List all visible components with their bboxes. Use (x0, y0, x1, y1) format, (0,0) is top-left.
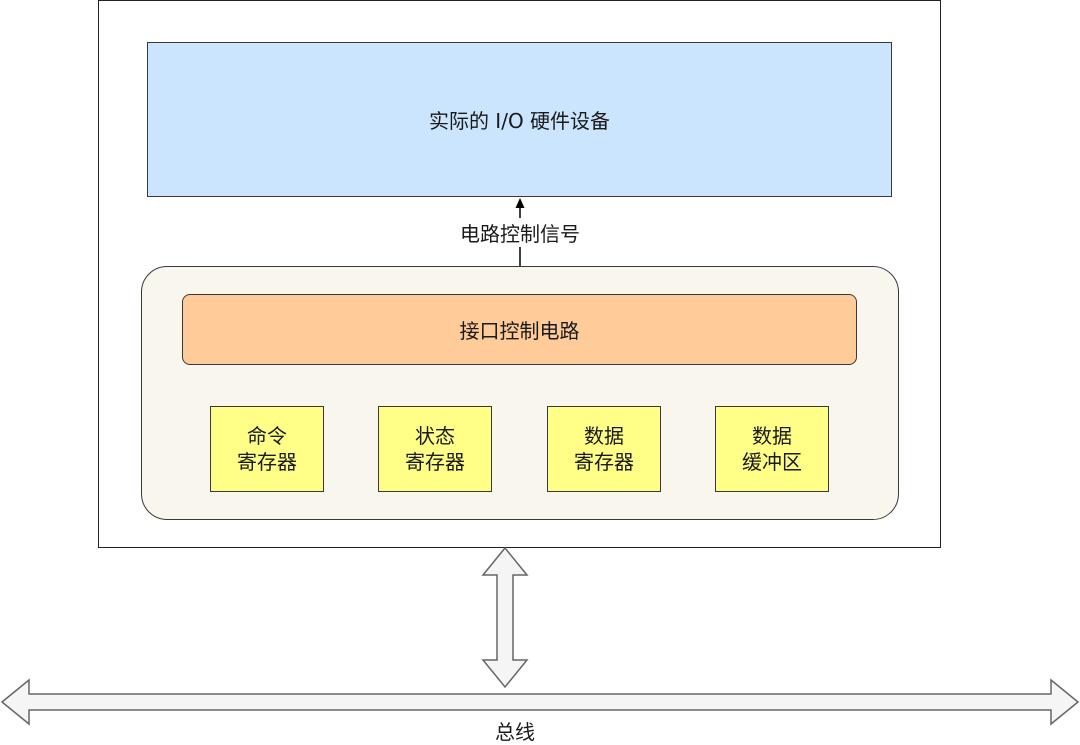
status-register-line1: 状态 (415, 424, 455, 448)
bus-label: 总线 (495, 720, 535, 744)
status-register: 状态 寄存器 (378, 406, 492, 492)
control-signal-label: 电路控制信号 (430, 218, 610, 247)
command-register: 命令 寄存器 (210, 406, 324, 492)
bus-double-arrow (0, 678, 1080, 726)
data-buffer-line1: 数据 (752, 424, 792, 448)
data-buffer: 数据 缓冲区 (715, 406, 829, 492)
control-signal-arrowhead (515, 198, 525, 208)
io-hardware-label: 实际的 I/O 硬件设备 (428, 109, 611, 133)
io-hardware-device: 实际的 I/O 硬件设备 (147, 42, 892, 197)
vertical-double-arrow (481, 546, 529, 689)
interface-control-circuit-label: 接口控制电路 (459, 319, 580, 343)
command-register-line2: 寄存器 (237, 450, 297, 474)
command-register-line1: 命令 (247, 424, 287, 448)
data-register: 数据 寄存器 (547, 406, 661, 492)
interface-control-circuit: 接口控制电路 (182, 294, 857, 365)
data-register-line1: 数据 (584, 424, 624, 448)
data-register-line2: 寄存器 (574, 450, 634, 474)
status-register-line2: 寄存器 (405, 450, 465, 474)
data-buffer-line2: 缓冲区 (742, 450, 802, 474)
